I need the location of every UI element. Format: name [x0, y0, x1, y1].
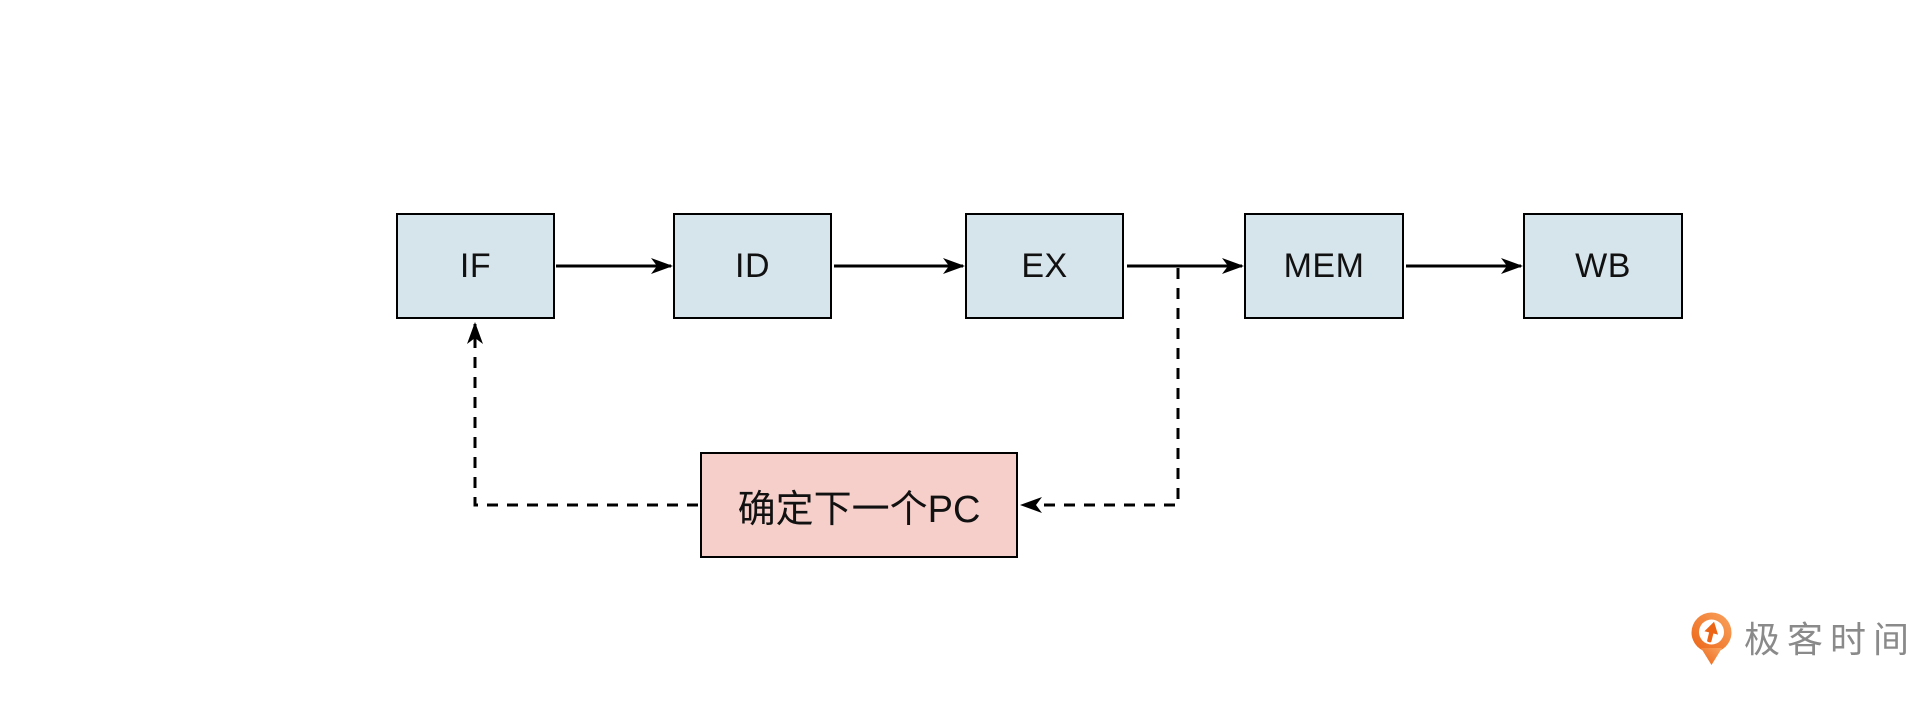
brand-logo-text: 极客时间 [1744, 619, 1917, 660]
brand-logo: 极客时间 [1690, 610, 1916, 670]
stage-box-mem: MEM [1244, 213, 1404, 319]
stage-label-wb: WB [1575, 246, 1631, 285]
feedback-arrow-pcbox-to-if [467, 322, 698, 507]
feedback-arrow-exmem-to-pcbox [1020, 268, 1180, 513]
next-pc-box-label: 确定下一个PC [737, 488, 981, 531]
stage-label-id: ID [735, 246, 770, 285]
stage-label-mem: MEM [1283, 246, 1365, 285]
stage-box-id: ID [673, 213, 832, 319]
stage-box-ex: EX [965, 213, 1124, 319]
stage-label-if: IF [459, 246, 492, 285]
stage-box-if: IF [396, 213, 555, 319]
stage-label-ex: EX [1021, 246, 1068, 285]
next-pc-box: 确定下一个PC [700, 452, 1018, 558]
stage-box-wb: WB [1523, 213, 1683, 319]
geektime-pin-icon [1691, 612, 1732, 665]
